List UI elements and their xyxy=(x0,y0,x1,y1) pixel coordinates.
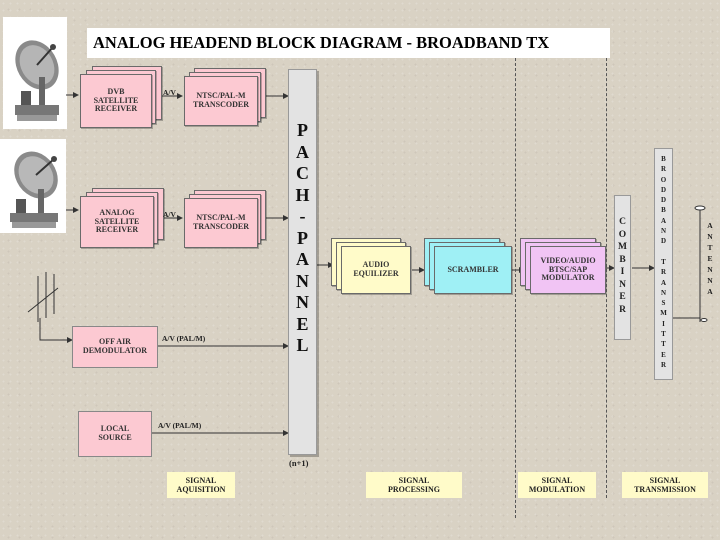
stage-signal-modulation: SIGNAL MODULATION xyxy=(518,472,596,498)
broadband-transmitter-letter: B xyxy=(661,155,666,163)
stage-divider-2 xyxy=(606,58,607,498)
stage-signal-processing: SIGNAL PROCESSING xyxy=(366,472,462,498)
combiner-letter: R xyxy=(619,304,626,315)
broadband-transmitter-letter: M xyxy=(660,309,667,318)
broadband-transmitter-letter: A xyxy=(660,216,667,225)
combiner-letter: N xyxy=(619,279,626,290)
satellite-dish-image-middle xyxy=(0,139,66,233)
broadband-transmitter-letter xyxy=(655,247,672,257)
patch-panel-letter: L xyxy=(296,335,309,355)
combiner-letter: B xyxy=(619,254,626,265)
broadband-transmitter-letter: R xyxy=(660,268,667,277)
satellite-dish-image-top xyxy=(3,17,67,129)
av-palm-label-1: A/V (PAL/M) xyxy=(162,334,206,343)
patch-panel-letter: A xyxy=(296,141,309,162)
combiner-letter: E xyxy=(619,292,626,302)
dvb-satellite-receiver: DVB SATELLITE RECEIVER xyxy=(80,74,152,128)
audio-equalizer-stack: AUDIO EQUILIZER xyxy=(331,238,413,296)
broadband-transmitter-letter: T xyxy=(661,330,666,339)
combiner-letter: I xyxy=(620,267,625,277)
combiner-letter: O xyxy=(618,229,627,240)
broadband-transmitter-letter: E xyxy=(661,350,666,359)
patch-panel-letter: E xyxy=(296,313,309,334)
broadband-transmitter-letter: T xyxy=(661,340,666,349)
patch-panel-letter: C xyxy=(296,163,309,183)
broadband-transmitter-letter: D xyxy=(660,196,667,205)
av-label-1: A/V xyxy=(163,88,176,97)
patch-panel-letter: N xyxy=(296,292,309,312)
analog-satellite-receiver: ANALOG SATELLITE RECEIVER xyxy=(80,196,154,248)
broadband-transmitter-letter: S xyxy=(661,299,666,308)
antenna-letter: N xyxy=(707,265,713,274)
patch-panel-letter: P xyxy=(297,227,308,248)
broadband-transmitter-letter: R xyxy=(660,165,667,174)
transcoder-1: NTSC/PAL-M TRANSCODER xyxy=(184,76,258,126)
stage-divider-1 xyxy=(515,58,516,518)
av-label-2: A/V xyxy=(163,210,176,219)
transcoder-2: NTSC/PAL-M TRANSCODER xyxy=(184,198,258,248)
off-air-demodulator: OFF AIR DEMODULATOR xyxy=(72,326,158,368)
satellite-dish-icon xyxy=(10,151,58,228)
patch-panel-letter: H xyxy=(295,184,310,205)
transcoder-stack-1: NTSC/PAL-M TRANSCODER xyxy=(184,68,268,126)
stage-signal-transmission: SIGNAL TRANSMISSION xyxy=(622,472,708,498)
off-air-antenna-icon xyxy=(27,272,59,322)
av-palm-label-2: A/V (PAL/M) xyxy=(158,421,202,430)
combiner-letter: M xyxy=(618,242,627,252)
combiner-letter: C xyxy=(619,217,626,227)
broadband-transmitter-letter: O xyxy=(660,175,667,184)
satellite-dish-icon xyxy=(15,40,59,121)
broadband-transmitter-letter: N xyxy=(660,288,667,297)
scrambler-stack: SCRAMBLER xyxy=(424,238,514,296)
antenna-letter: T xyxy=(707,243,713,252)
broadband-transmitter-letter: I xyxy=(662,319,665,328)
antenna-letter: N xyxy=(707,232,713,241)
patch-panel-letter: P xyxy=(297,120,308,140)
modulator-stack: VIDEO/AUDIO BTSC/SAP MODULATOR xyxy=(520,238,608,296)
audio-equalizer: AUDIO EQUILIZER xyxy=(341,246,411,294)
patch-panel-letter: A xyxy=(296,249,309,269)
broadband-transmitter-letter: A xyxy=(660,278,667,287)
analog-satellite-receiver-stack: ANALOG SATELLITE RECEIVER xyxy=(80,188,164,248)
antenna-letter: N xyxy=(707,276,713,285)
patch-panel-letter: - xyxy=(299,206,306,226)
dvb-satellite-receiver-stack: DVB SATELLITE RECEIVER xyxy=(80,66,162,128)
scrambler: SCRAMBLER xyxy=(434,246,512,294)
antenna-letter: A xyxy=(707,221,713,230)
broadband-transmitter-letter: B xyxy=(661,206,666,215)
diagram-title: ANALOG HEADEND BLOCK DIAGRAM - BROADBAND… xyxy=(87,28,610,58)
antenna-letter: E xyxy=(707,254,713,263)
broadband-transmitter-letter: D xyxy=(660,237,667,246)
stage-signal-acquisition: SIGNAL AQUISITION xyxy=(167,472,235,498)
video-audio-modulator: VIDEO/AUDIO BTSC/SAP MODULATOR xyxy=(530,246,606,294)
local-source: LOCAL SOURCE xyxy=(78,411,152,457)
patch-panel-letter: N xyxy=(296,270,309,291)
transcoder-stack-2: NTSC/PAL-M TRANSCODER xyxy=(184,190,268,248)
patch-panel-count: (n+1) xyxy=(289,458,309,468)
broadband-transmitter-letter: R xyxy=(660,360,667,369)
broadband-transmitter-letter: N xyxy=(660,227,667,236)
broadband-transmitter-letter: T xyxy=(661,257,666,266)
broadband-transmitter-letter: D xyxy=(660,185,667,194)
antenna-letter: A xyxy=(707,287,713,296)
